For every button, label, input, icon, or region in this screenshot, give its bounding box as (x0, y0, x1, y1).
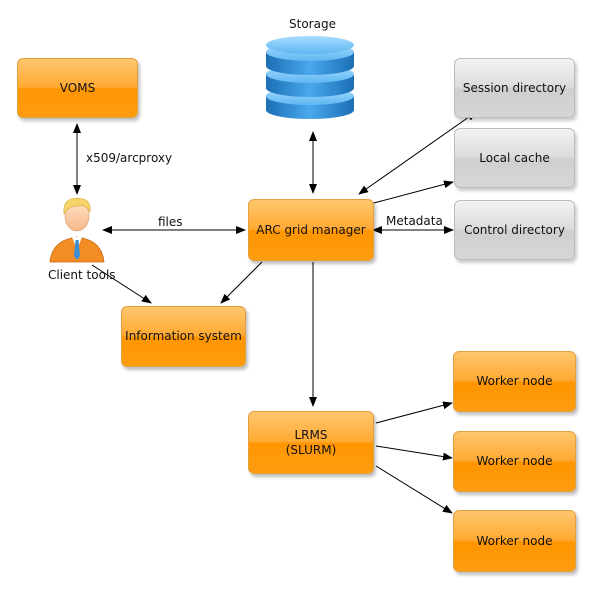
local-cache-node[interactable]: Local cache (454, 128, 575, 188)
edge-lrms-worker2 (375, 445, 453, 461)
arc-grid-manager-label: ARC grid manager (256, 222, 366, 237)
edge-arc-cache (369, 180, 454, 205)
session-directory-node[interactable]: Session directory (454, 58, 575, 118)
edge-lrms-worker1 (375, 401, 453, 424)
files-edge-label: files (158, 215, 183, 229)
lrms-label: LRMS (294, 427, 328, 442)
control-directory-label: Control directory (464, 222, 565, 237)
metadata-edge-label: Metadata (386, 214, 443, 228)
local-cache-label: Local cache (479, 150, 550, 165)
storage-label: Storage (289, 17, 336, 31)
session-directory-label: Session directory (462, 80, 567, 95)
worker-node-1[interactable]: Worker node (453, 351, 576, 412)
edge-client-info (91, 264, 152, 304)
arc-grid-manager-node[interactable]: ARC grid manager (248, 199, 374, 261)
worker-node-2-label: Worker node (476, 454, 553, 468)
voms-label: VOMS (59, 80, 96, 95)
client-person-icon (49, 197, 105, 263)
voms-node[interactable]: VOMS (17, 58, 138, 118)
worker-node-2[interactable]: Worker node (453, 431, 576, 492)
lrms-node[interactable]: LRMS (SLURM) (248, 411, 374, 474)
worker-node-1-label: Worker node (476, 374, 553, 388)
x509-edge-label: x509/arcproxy (86, 151, 173, 165)
worker-node-3[interactable]: Worker node (453, 510, 576, 572)
information-system-label: Information system (125, 329, 242, 343)
edge-lrms-worker3 (375, 465, 453, 514)
client-tools-label: Client tools (48, 268, 116, 282)
storage-database-icon (266, 36, 354, 119)
lrms-scheduler-label: (SLURM) (285, 442, 337, 457)
edge-arc-info (220, 261, 263, 304)
worker-node-3-label: Worker node (476, 533, 553, 548)
connectors (73, 111, 477, 514)
edge-arc-session (358, 111, 477, 195)
control-directory-node[interactable]: Control directory (454, 200, 575, 260)
information-system-node[interactable]: Information system (121, 306, 246, 367)
